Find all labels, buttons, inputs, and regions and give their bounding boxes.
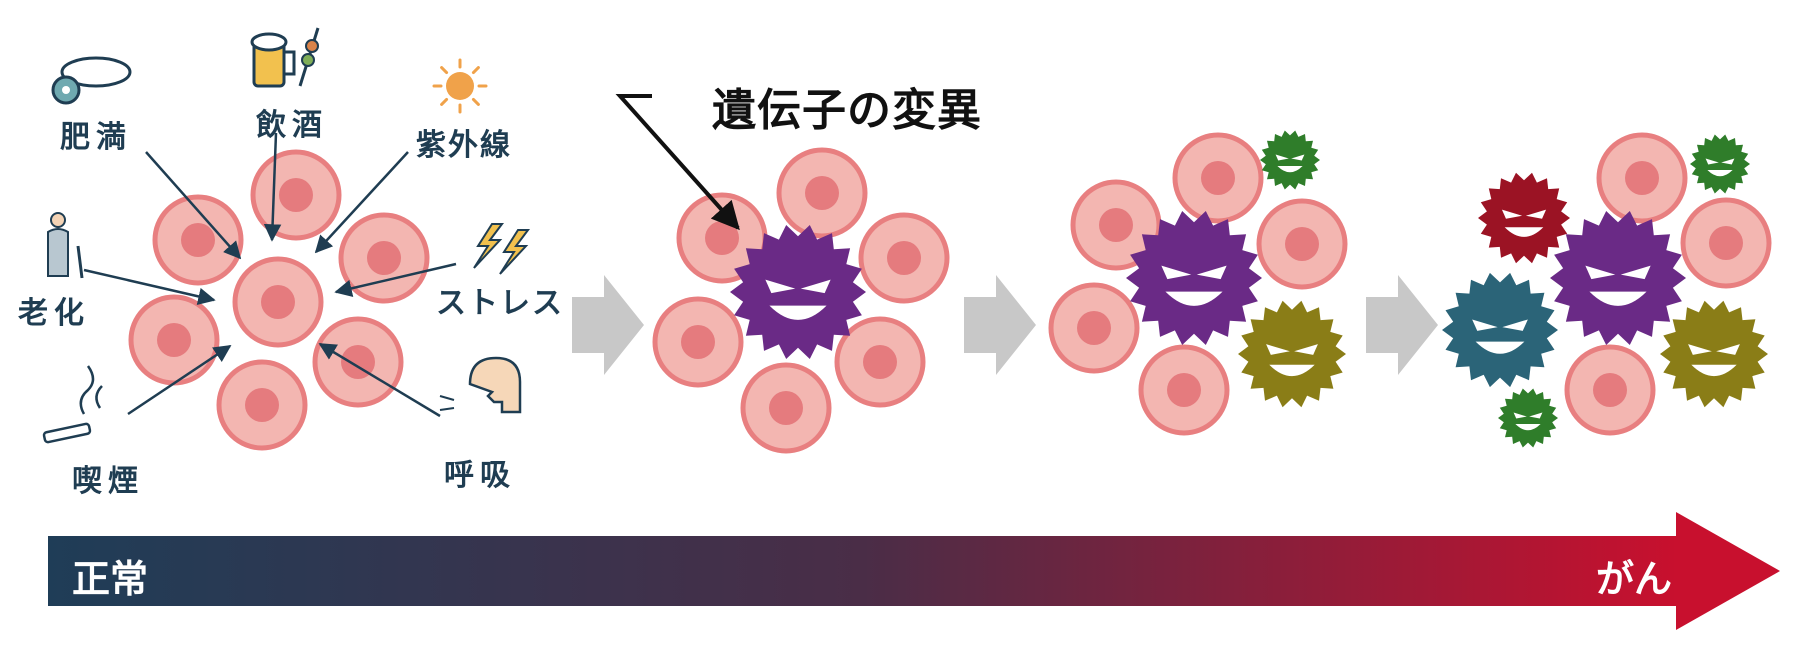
progress-start-label: 正常 [72, 557, 149, 601]
factor-icons-layer [42, 27, 530, 444]
mutation-label: 遺伝子の変異 [712, 85, 982, 136]
cancer-cell-teal [1442, 272, 1558, 388]
breathing-face-icon [439, 356, 522, 414]
factor-arrow [318, 342, 441, 418]
factor-label-stress: ストレス [436, 286, 564, 321]
factor-arrow [145, 151, 242, 260]
normal-cell [1564, 344, 1656, 436]
cancer-cell-green [1498, 388, 1558, 448]
cancer-cell-olive [1660, 300, 1768, 408]
normal-cell [1070, 179, 1162, 271]
normal-cell [1048, 282, 1140, 374]
cancer-cell-olive [1238, 300, 1346, 408]
progress-arrowhead [1676, 512, 1780, 630]
normal-cell [1138, 344, 1230, 436]
factor-arrow [83, 268, 216, 305]
factor-arrow [314, 151, 409, 254]
cigarette-icon [42, 365, 103, 444]
stage-arrow [1366, 275, 1438, 375]
factor-label-aging: 老化 [18, 296, 90, 331]
cancer-cell-green [1690, 134, 1750, 194]
cancer-cell-red [1478, 172, 1570, 264]
cells-layer [128, 132, 1772, 454]
progress-bar-layer [48, 512, 1780, 630]
lightning-icon [473, 223, 530, 275]
normal-cell [858, 212, 950, 304]
elderly-person-icon [47, 212, 84, 279]
normal-cell [1256, 198, 1348, 290]
normal-cell [740, 362, 832, 454]
sun-icon [432, 58, 488, 114]
factor-arrows-layer [83, 94, 740, 418]
normal-cell [652, 296, 744, 388]
normal-cell [776, 147, 868, 239]
factor-label-breathing: 呼吸 [444, 458, 516, 493]
normal-cell [216, 359, 308, 451]
normal-cell [128, 294, 220, 386]
normal-cell [1596, 132, 1688, 224]
tape-measure-icon [51, 56, 132, 105]
stage-arrow [572, 275, 644, 375]
progress-end-label: がん [1596, 557, 1673, 601]
normal-cell [232, 256, 324, 348]
factor-label-smoking: 喫煙 [72, 464, 144, 499]
cancer-cell-purple [1550, 211, 1686, 345]
normal-cell [152, 194, 244, 286]
skewer-icon [298, 27, 320, 87]
cancer-cell-purple [1126, 211, 1262, 345]
normal-cell [250, 149, 342, 241]
normal-cell [1172, 132, 1264, 224]
normal-cell [338, 212, 430, 304]
cancer-cell-purple [730, 225, 866, 359]
normal-cell [312, 316, 404, 408]
factor-arrow [263, 132, 282, 242]
progress-bar [48, 536, 1678, 606]
stage-arrow [964, 275, 1036, 375]
mutation-pointer [615, 94, 740, 231]
factor-label-alcohol: 飲酒 [256, 108, 328, 143]
normal-cell [834, 316, 926, 408]
cancer-cells-layer [730, 130, 1768, 448]
factor-arrow [127, 344, 232, 416]
factor-label-obesity: 肥満 [60, 120, 132, 155]
beer-icon [250, 32, 296, 88]
cancer-cell-green [1260, 130, 1320, 190]
factor-label-uv: 紫外線 [416, 128, 512, 163]
factor-arrow [334, 262, 457, 297]
normal-cell [1680, 197, 1772, 289]
